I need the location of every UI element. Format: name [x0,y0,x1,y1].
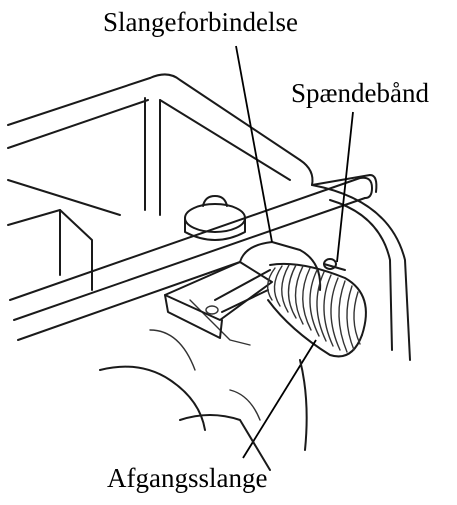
hose-connection-fitting [215,242,320,312]
fill-cap [185,196,245,240]
outlet-flange [165,262,272,338]
frame-left-post [8,98,160,215]
hose-clamp [324,259,345,270]
frame-base [180,360,307,470]
engine-block [8,210,250,430]
leader-hose-clamp [337,112,353,262]
discharge-hose [268,264,366,357]
